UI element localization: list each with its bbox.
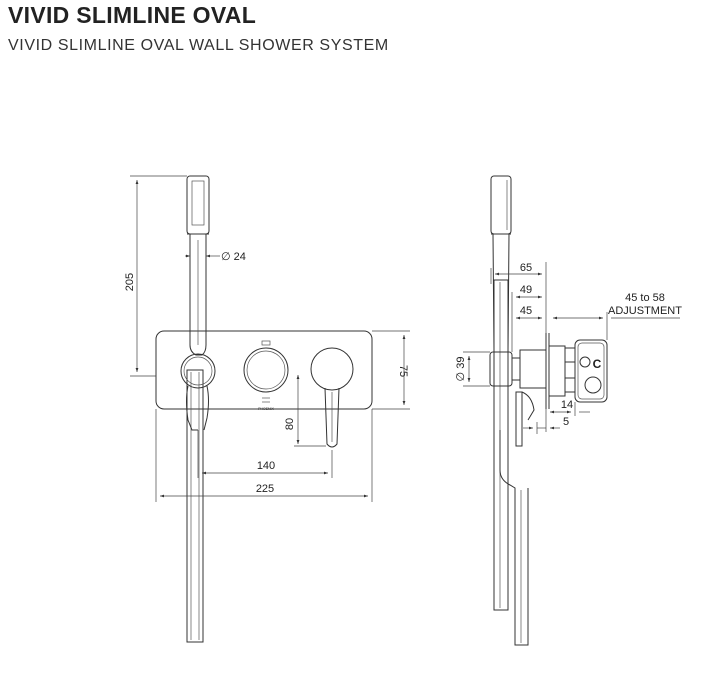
- dim-label-75: 75: [397, 365, 409, 377]
- front-slide-rail: [186, 369, 204, 643]
- dim-label-49: 49: [520, 284, 532, 296]
- side-wall-holder: [489, 351, 513, 387]
- dim-label-205: 205: [124, 273, 136, 291]
- dim-label-adjustment: ADJUSTMENT: [608, 305, 682, 317]
- front-wall-plate: [155, 330, 373, 410]
- dim-label-225: 225: [256, 483, 274, 495]
- dim-label-5: 5: [563, 416, 569, 428]
- front-view: PHOENIX 205 ∅ 24 75 80 140 22: [124, 175, 410, 643]
- dim-label-45: 45: [520, 305, 532, 317]
- product-subtitle: VIVID SLIMLINE OVAL WALL SHOWER SYSTEM: [8, 37, 389, 54]
- side-view: C 65 49 45 45 to 58 ADJUSTMENT ∅ 39 14: [455, 175, 682, 646]
- dim-label-dia-24: ∅ 24: [221, 251, 246, 263]
- dim-label-adjust-range: 45 to 58: [625, 292, 665, 304]
- front-handshower-handle: [189, 233, 207, 356]
- front-logo-text: PHOENIX: [258, 407, 274, 411]
- dim-label-14: 14: [561, 399, 573, 411]
- dim-label-65: 65: [520, 262, 532, 274]
- front-diverter-lever: [310, 347, 354, 391]
- valve-label: C: [593, 357, 602, 371]
- dim-label-dia-39: ∅ 39: [455, 357, 467, 382]
- product-title: VIVID SLIMLINE OVAL: [8, 2, 257, 28]
- side-handshower-head: [490, 175, 512, 235]
- side-valve-body: C: [548, 339, 608, 403]
- front-mixer-dial: [243, 347, 289, 393]
- dim-label-80: 80: [284, 418, 296, 430]
- dim-label-140: 140: [257, 460, 275, 472]
- side-slide-rail: [493, 279, 509, 611]
- front-wall-holder: [180, 353, 216, 389]
